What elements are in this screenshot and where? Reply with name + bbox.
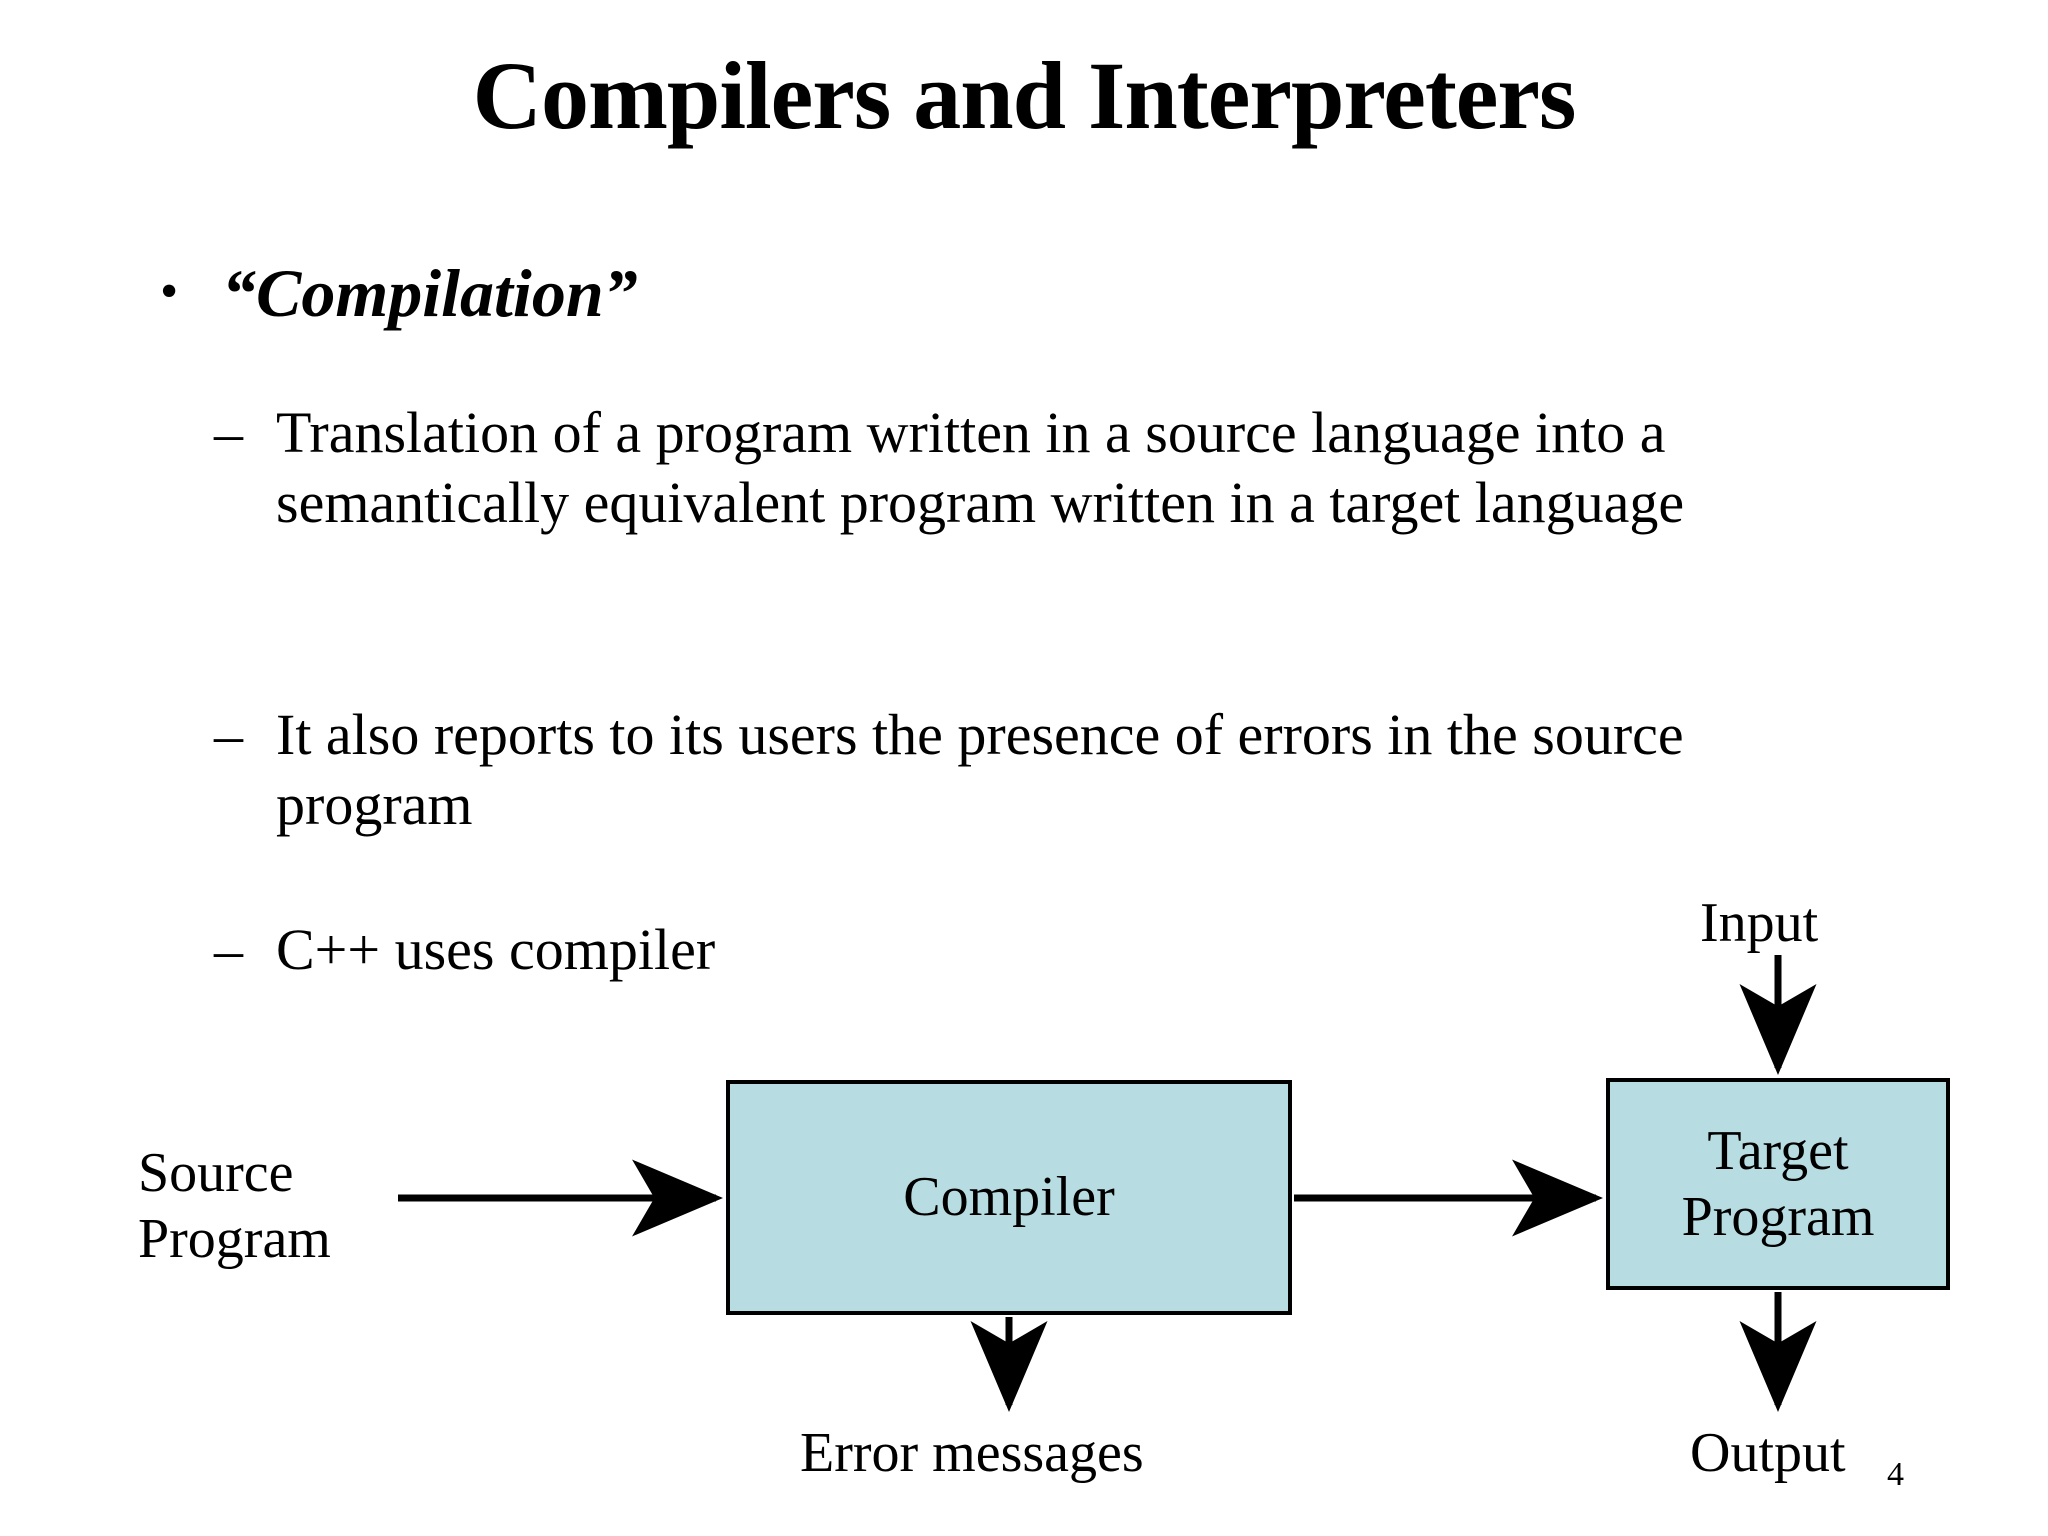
error-messages-label: Error messages xyxy=(800,1422,1144,1484)
bullet-level2-text-2: It also reports to its users the presenc… xyxy=(276,702,1684,838)
bullet-marker-dash: – xyxy=(214,400,243,465)
bullet-marker-dash: – xyxy=(214,917,243,982)
compiler-box-label: Compiler xyxy=(903,1166,1115,1229)
slide-page-number: 4 xyxy=(1887,1456,1904,1493)
bullet-marker-dot: • xyxy=(160,263,179,320)
source-program-label: Source Program xyxy=(138,1142,331,1271)
bullet-level2-cpp: –C++ uses compiler xyxy=(214,915,1876,985)
bullet-level1-compilation: • “Compilation” xyxy=(160,255,1960,331)
bullet-level2-errors: –It also reports to its users the presen… xyxy=(214,700,1876,840)
bullet-level2-text-1: Translation of a program written in a so… xyxy=(276,400,1685,536)
bullet-level2-text-3: C++ uses compiler xyxy=(276,917,716,982)
output-label: Output xyxy=(1690,1422,1846,1484)
compiler-box: Compiler xyxy=(726,1080,1292,1315)
target-program-box-label: Target Program xyxy=(1681,1119,1875,1248)
target-program-box: Target Program xyxy=(1606,1078,1950,1290)
page-title: Compilers and Interpreters xyxy=(472,42,1577,149)
bullet-level2-translation: –Translation of a program written in a s… xyxy=(214,398,1776,538)
bullet-level1-text: “Compilation” xyxy=(222,255,638,331)
bullet-marker-dash: – xyxy=(214,702,243,767)
